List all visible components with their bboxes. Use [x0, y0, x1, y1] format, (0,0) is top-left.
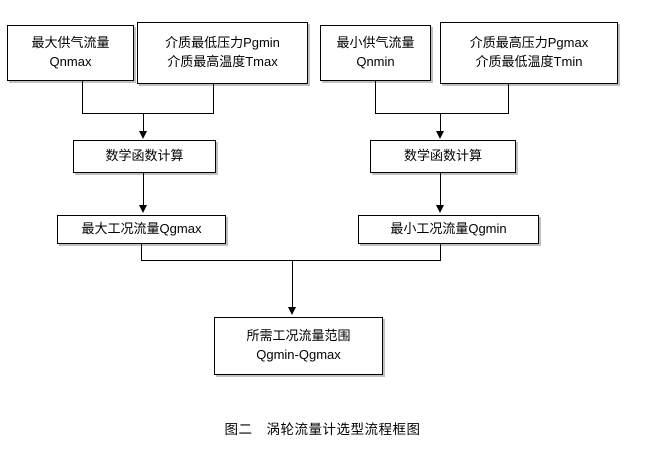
arrowhead-to-qgmax: [139, 205, 147, 213]
node-qnmax: 最大供气流量 Qnmax: [7, 25, 134, 81]
arrowhead-to-range: [288, 307, 296, 315]
connector-qnmin-down: [375, 81, 376, 113]
figure-caption: 图二 涡轮流量计选型流程框图: [224, 422, 421, 437]
node-qgmax-label: 最大工况流量Qgmax: [81, 221, 202, 237]
node-pgmin-tmax-line2: 介质最高温度Tmax: [167, 54, 278, 69]
connector-pgmin-down: [213, 84, 214, 113]
connector-left-merge-stem: [143, 113, 144, 132]
connector-right-merge-bar: [375, 113, 509, 114]
node-range-line1: 所需工况流量范围: [246, 328, 351, 344]
node-qnmax-line2: Qnmax: [49, 54, 92, 69]
node-calc-left-label: 数学函数计算: [105, 148, 184, 164]
arrowhead-to-qgmin: [436, 205, 444, 213]
node-qgmax: 最大工况流量Qgmax: [57, 215, 226, 244]
node-qnmax-line1: 最大供气流量: [31, 35, 110, 51]
node-pgmax-tmin-line2: 介质最低温度Tmin: [475, 54, 583, 69]
connector-calcright-to-qgmin: [440, 173, 441, 206]
connector-pgmax-down: [508, 84, 509, 113]
arrowhead-to-calc-left: [139, 131, 147, 139]
connector-right-merge-stem: [440, 113, 441, 132]
connector-bottom-merge-bar: [141, 260, 441, 261]
node-qnmin-line1: 最小供气流量: [336, 35, 415, 51]
arrowhead-to-calc-right: [436, 131, 444, 139]
node-pgmin-tmax: 介质最低压力Pgmin 介质最高温度Tmax: [137, 22, 308, 84]
connector-bottom-merge-stem: [292, 260, 293, 308]
node-qgmin: 最小工况流量Qgmin: [358, 215, 539, 244]
connector-qgmin-down: [440, 244, 441, 261]
connector-left-merge-bar: [82, 113, 214, 114]
connector-qnmax-down: [82, 81, 83, 113]
connector-qgmax-down: [141, 244, 142, 261]
node-calc-left: 数学函数计算: [73, 140, 216, 173]
node-qnmin: 最小供气流量 Qnmin: [320, 25, 431, 81]
node-pgmax-tmin-line1: 介质最高压力Pgmax: [469, 35, 589, 51]
node-calc-right: 数学函数计算: [370, 140, 516, 173]
node-calc-right-label: 数学函数计算: [403, 148, 482, 164]
node-range: 所需工况流量范围 Qgmin-Qgmax: [214, 317, 383, 375]
node-pgmax-tmin: 介质最高压力Pgmax 介质最低温度Tmin: [440, 22, 618, 84]
connector-calcleft-to-qgmax: [143, 173, 144, 206]
node-qgmin-label: 最小工况流量Qgmin: [390, 221, 507, 237]
node-pgmin-tmax-line1: 介质最低压力Pgmin: [165, 35, 280, 51]
node-range-line2: Qgmin-Qgmax: [256, 347, 341, 362]
node-qnmin-line2: Qnmin: [356, 54, 395, 69]
